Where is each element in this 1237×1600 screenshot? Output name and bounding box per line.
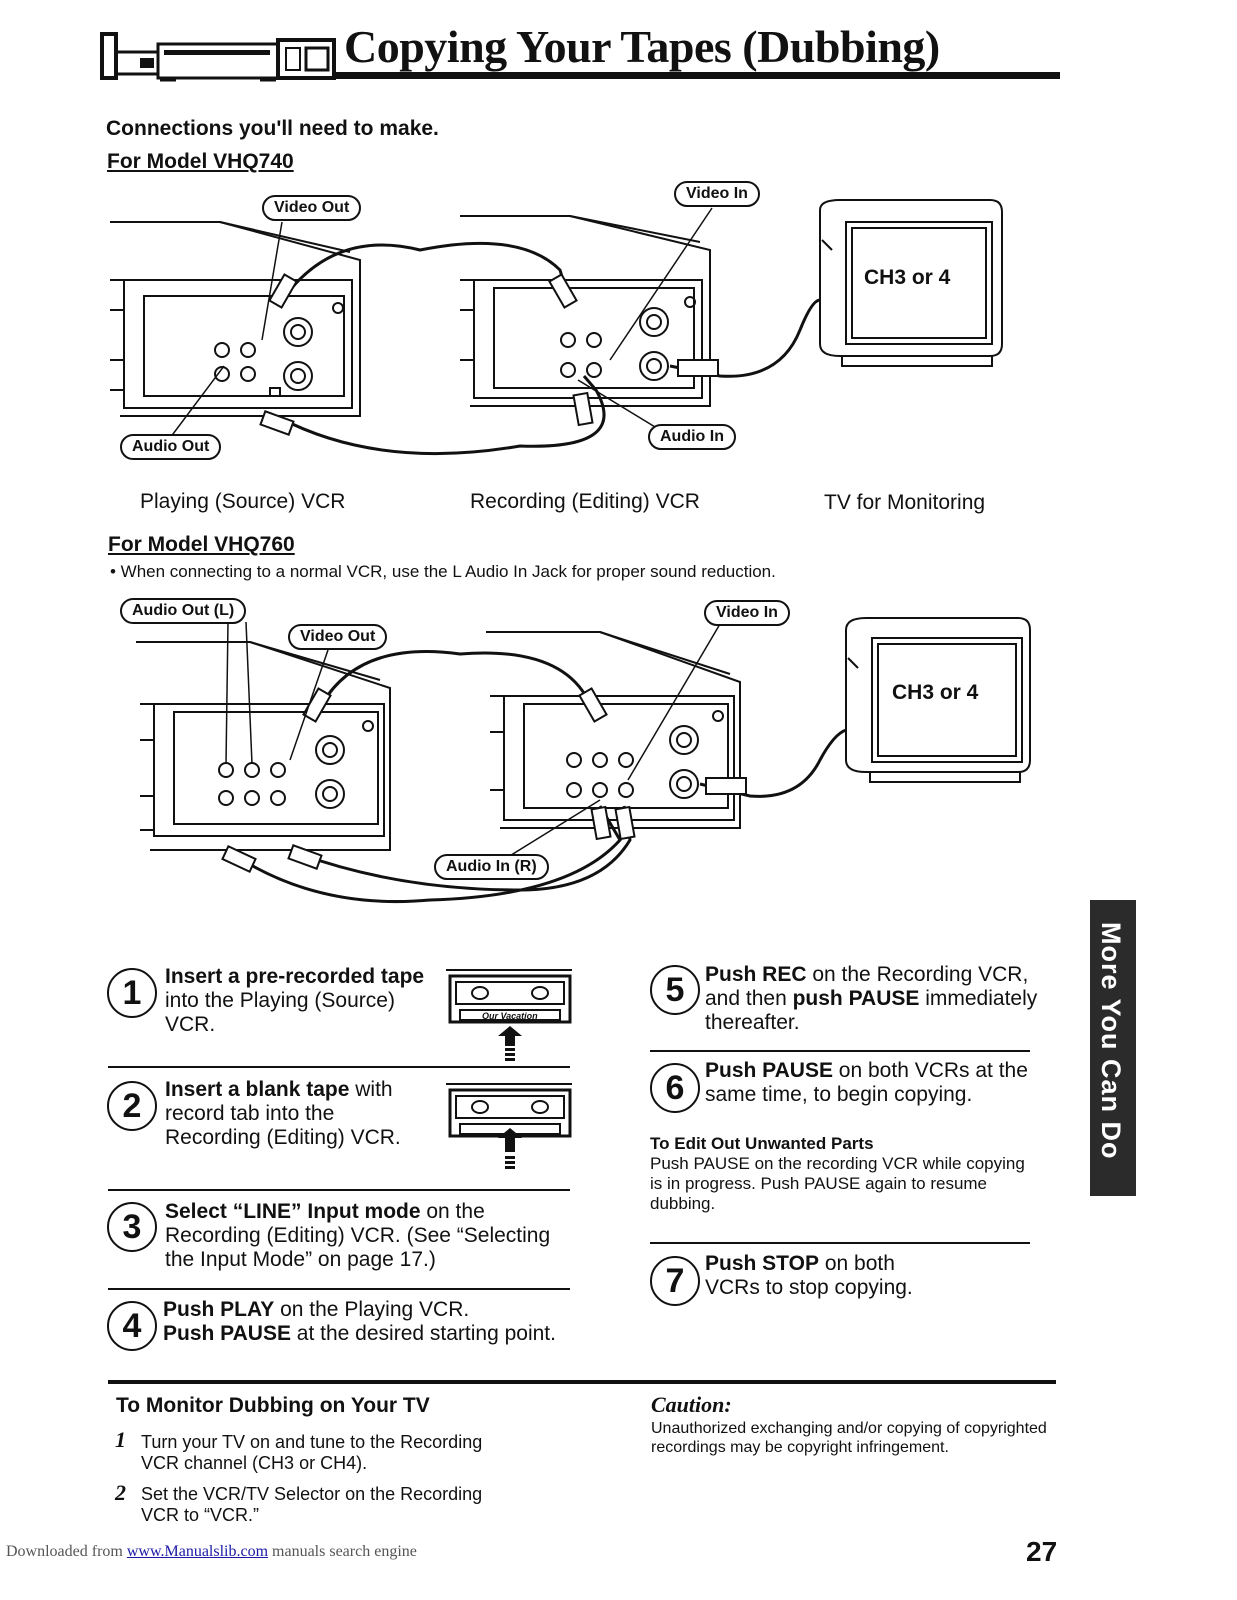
video-out-label-2: Video Out [288, 624, 388, 650]
step-2-rest: with record tab into the Recording (Edit… [165, 1078, 401, 1149]
step-1-rest: into the Playing (Source) VCR. [165, 989, 395, 1036]
step-divider-1 [108, 1066, 570, 1068]
manualslib-link[interactable]: www.Manualslib.com [126, 1543, 269, 1560]
step-7-text: Push STOP on both VCRs to stop copying. [705, 1252, 935, 1300]
step-7-rest: on both VCRs to stop copying. [705, 1252, 913, 1299]
step-4-rest2: at the desired starting point. [290, 1322, 556, 1345]
monitor-item-2-num: 2 [115, 1480, 126, 1505]
model-vhq740-title: For Model VHQ740 [107, 150, 294, 173]
step-5-bold2: push PAUSE [792, 987, 920, 1010]
step-5-rest2: immediately thereafter. [705, 987, 1038, 1034]
step-6-text: Push PAUSE on both VCRs at the same time… [705, 1059, 1035, 1107]
tape-label-1: Our Vacation [482, 1011, 538, 1021]
audio-in-label: Audio In [648, 424, 736, 450]
step-4-rest: on the Playing VCR. [274, 1298, 470, 1321]
step-4-bold: Push PLAY [163, 1298, 275, 1321]
tv-channel-label: CH3 or 4 [864, 266, 951, 289]
bottom-rule [108, 1380, 1056, 1384]
footer-suffix: manuals search engine [268, 1543, 417, 1560]
vhq760-note: • When connecting to a normal VCR, use t… [110, 562, 776, 581]
step-1-number: 1 [107, 968, 157, 1018]
caption-recording-vcr: Recording (Editing) VCR [470, 490, 700, 513]
step-5-number: 5 [650, 965, 700, 1015]
step-divider-3 [108, 1288, 570, 1290]
tv-channel-label-2: CH3 or 4 [892, 681, 979, 704]
caution-heading: Caution: [651, 1392, 732, 1417]
step-6-number: 6 [650, 1063, 700, 1113]
video-out-label: Video Out [262, 195, 362, 221]
video-in-label: Video In [674, 181, 760, 207]
caption-tv-monitoring: TV for Monitoring [824, 491, 986, 514]
step-3-rest: on the Recording (Editing) VCR. (See “Se… [165, 1200, 551, 1271]
audio-in-r-label: Audio In (R) [434, 854, 549, 880]
monitor-item-1-num: 1 [115, 1427, 126, 1452]
footer-prefix: Downloaded from [6, 1543, 127, 1560]
step-2-text: Insert a blank tape with record tab into… [165, 1078, 427, 1150]
step-3-text: Select “LINE” Input mode on the Recordin… [165, 1200, 565, 1272]
vcr-header-icon [100, 26, 336, 82]
step-4-number: 4 [107, 1301, 157, 1351]
step-5-text: Push REC on the Recording VCR, and then … [705, 963, 1065, 1035]
page-title: Copying Your Tapes (Dubbing) [344, 21, 940, 72]
monitor-item-1-text: Turn your TV on and tune to the Recordin… [141, 1432, 483, 1473]
vhq740-connection-diagram [100, 180, 1020, 480]
step-7-bold: Push STOP [705, 1252, 819, 1275]
step-4-bold2: Push PAUSE [163, 1322, 291, 1345]
model-vhq760-title: For Model VHQ760 [108, 533, 295, 556]
step-5-rest: on the Recording VCR, and then [705, 963, 1029, 1010]
edit-out-body: Push PAUSE on the recording VCR while co… [650, 1154, 1025, 1213]
connections-heading: Connections you'll need to make. [106, 117, 439, 140]
step-divider-5 [650, 1050, 1030, 1052]
download-footer: Downloaded from www.Manualslib.com manua… [6, 1543, 417, 1561]
audio-out-l-label: Audio Out (L) [120, 598, 247, 624]
step-7-number: 7 [650, 1256, 700, 1306]
step-6-bold: Push PAUSE [705, 1059, 833, 1082]
page-number: 27 [1026, 1536, 1058, 1567]
step-1-bold: Insert a pre-recorded tape [165, 965, 425, 988]
step-3-bold: Select “LINE” Input mode [165, 1200, 421, 1223]
step-1-text: Insert a pre-recorded tape into the Play… [165, 965, 425, 1037]
step-divider-6 [650, 1242, 1030, 1244]
caption-source-vcr: Playing (Source) VCR [140, 490, 346, 513]
audio-out-label: Audio Out [120, 434, 222, 460]
section-side-tab: More You Can Do [1090, 900, 1136, 1196]
tape-insert-icon-1: Our Vacation [444, 966, 574, 1062]
monitor-item-2-text: Set the VCR/TV Selector on the Recording… [141, 1484, 483, 1525]
caution-body: Unauthorized exchanging and/or copying o… [651, 1420, 1047, 1456]
monitor-heading: To Monitor Dubbing on Your TV [116, 1394, 430, 1417]
side-tab-label: More You Can Do [1096, 922, 1126, 1160]
step-2-bold: Insert a blank tape [165, 1078, 350, 1101]
video-in-label-2: Video In [704, 600, 790, 626]
step-4-text: Push PLAY on the Playing VCR. Push PAUSE… [163, 1298, 583, 1346]
step-6-rest: on both VCRs at the same time, to begin … [705, 1059, 1028, 1106]
step-divider-2 [108, 1189, 570, 1191]
edit-out-heading: To Edit Out Unwanted Parts [650, 1134, 874, 1153]
title-rule [336, 72, 1060, 79]
vhq760-connection-diagram [100, 600, 1040, 920]
tape-insert-icon-2 [444, 1080, 574, 1176]
step-2-number: 2 [107, 1081, 157, 1131]
step-3-number: 3 [107, 1202, 157, 1252]
step-5-bold: Push REC [705, 963, 807, 986]
